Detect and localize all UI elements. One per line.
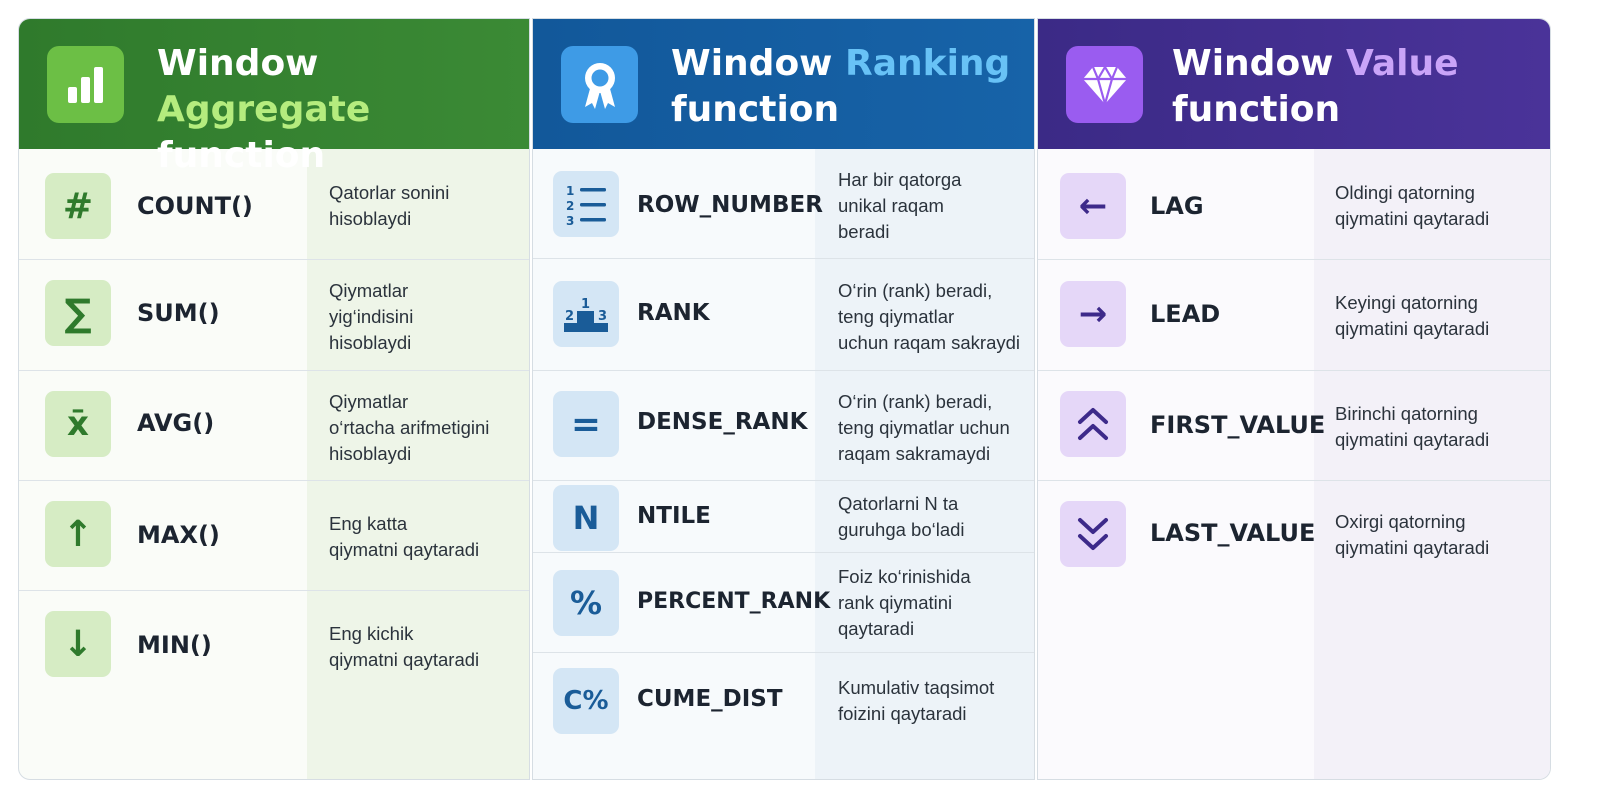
function-row-ntile: N NTILE Qatorlarni N ta guruhga bo‘ladi — [533, 481, 1034, 553]
svg-text:2: 2 — [565, 309, 574, 324]
function-description: Keyingi qatorning qiymatini qaytaradi — [1335, 292, 1490, 339]
function-name: MIN() — [137, 631, 212, 659]
sigma-icon: ∑ — [45, 280, 111, 346]
svg-text:1: 1 — [566, 184, 574, 198]
function-description: Har bir qatorga unikal raqam beradi — [838, 169, 962, 242]
svg-text:3: 3 — [598, 309, 607, 324]
function-name: LEAD — [1150, 300, 1221, 328]
function-name: AVG() — [137, 409, 215, 437]
function-row-row-number: 1 2 3 ROW_NUMBER Har bir qatorga unikal … — [533, 149, 1034, 259]
aggregate-panel: Window Aggregate function # COUNT() Qato… — [18, 18, 530, 780]
value-title: Window Value function — [1172, 43, 1459, 130]
svg-text:2: 2 — [566, 199, 574, 213]
award-ribbon-icon — [561, 46, 638, 123]
arrow-right-icon: → — [1060, 281, 1126, 347]
equals-icon: = — [553, 391, 619, 457]
function-name: LAG — [1150, 192, 1204, 220]
function-row-cume-dist: C% CUME_DIST Kumulativ taqsimot foizini … — [533, 653, 1034, 753]
bar-chart-icon — [47, 46, 124, 123]
aggregate-title: Window Aggregate function — [157, 43, 371, 176]
function-name: PERCENT_RANK — [637, 589, 831, 614]
numbered-list-icon: 1 2 3 — [553, 171, 619, 237]
ranking-panel: Window Ranking function 1 2 3 ROW_NUMBER… — [532, 18, 1035, 780]
function-name: RANK — [637, 300, 710, 326]
function-description: Qatorlarni N ta guruhga bo‘ladi — [838, 493, 965, 540]
function-row-count: # COUNT() Qatorlar sonini hisoblaydi — [19, 149, 529, 260]
function-row-dense-rank: = DENSE_RANK O‘rin (rank) beradi, teng q… — [533, 371, 1034, 481]
svg-text:3: 3 — [566, 214, 574, 227]
function-description: O‘rin (rank) beradi, teng qiymatlar uchu… — [838, 391, 1010, 464]
function-description: Qiymatlar yig‘indisini hisoblaydi — [329, 280, 414, 353]
function-row-first-value: FIRST_VALUE Birinchi qatorning qiymatini… — [1038, 371, 1550, 481]
svg-text:1: 1 — [581, 297, 590, 312]
function-name: CUME_DIST — [637, 686, 783, 712]
letter-n-icon: N — [553, 485, 619, 551]
function-description: Oldingi qatorning qiymatini qaytaradi — [1335, 182, 1490, 229]
value-panel: Window Value function ← LAG Oldingi qato… — [1037, 18, 1551, 780]
function-description: O‘rin (rank) beradi, teng qiymatlar uchu… — [838, 280, 1021, 353]
function-name: NTILE — [637, 503, 711, 529]
function-description: Qiymatlar o‘rtacha arifmetigini hisoblay… — [329, 391, 490, 464]
function-row-rank: 1 2 3 RANK O‘rin (rank) beradi, teng qiy… — [533, 259, 1034, 371]
ranking-header: Window Ranking function — [533, 19, 1034, 149]
function-row-last-value: LAST_VALUE Oxirgi qatorning qiymatini qa… — [1038, 481, 1550, 591]
function-name: ROW_NUMBER — [637, 192, 823, 218]
function-description: Oxirgi qatorning qiymatini qaytaradi — [1335, 511, 1490, 558]
double-chevron-up-icon — [1060, 391, 1126, 457]
function-row-lead: → LEAD Keyingi qatorning qiymatini qayta… — [1038, 260, 1550, 371]
arrow-left-icon: ← — [1060, 173, 1126, 239]
function-description: Eng kichik qiymatni qaytaradi — [329, 623, 480, 670]
function-name: COUNT() — [137, 192, 253, 220]
function-description: Qatorlar sonini hisoblaydi — [329, 182, 450, 229]
double-chevron-down-icon — [1060, 501, 1126, 567]
cume-percent-icon: C% — [553, 668, 619, 734]
value-header: Window Value function — [1038, 19, 1550, 149]
ranking-title: Window Ranking function — [671, 43, 1011, 130]
function-name: MAX() — [137, 521, 220, 549]
function-row-max: ↑ MAX() Eng katta qiymatni qaytaradi — [19, 481, 529, 591]
function-description: Kumulativ taqsimot foizini qaytaradi — [838, 677, 995, 724]
function-row-lag: ← LAG Oldingi qatorning qiymatini qaytar… — [1038, 149, 1550, 260]
function-name: LAST_VALUE — [1150, 519, 1316, 547]
function-description: Foiz ko‘rinishida rank qiymatini qaytara… — [838, 566, 971, 639]
mean-icon: x̄ — [45, 391, 111, 457]
arrow-up-icon: ↑ — [45, 501, 111, 567]
hash-icon: # — [45, 173, 111, 239]
function-row-percent-rank: % PERCENT_RANK Foiz ko‘rinishida rank qi… — [533, 553, 1034, 653]
function-row-avg: x̄ AVG() Qiymatlar o‘rtacha arifmetigini… — [19, 371, 529, 481]
function-description: Birinchi qatorning qiymatini qaytaradi — [1335, 403, 1490, 450]
function-name: DENSE_RANK — [637, 409, 808, 435]
function-row-sum: ∑ SUM() Qiymatlar yig‘indisini hisoblayd… — [19, 260, 529, 371]
function-name: FIRST_VALUE — [1150, 411, 1326, 439]
podium-icon: 1 2 3 — [553, 281, 619, 347]
function-description: Eng katta qiymatni qaytaradi — [329, 513, 480, 560]
arrow-down-icon: ↓ — [45, 611, 111, 677]
aggregate-header: Window Aggregate function — [19, 19, 529, 176]
function-row-min: ↓ MIN() Eng kichik qiymatni qaytaradi — [19, 591, 529, 701]
function-name: SUM() — [137, 299, 220, 327]
diamond-icon — [1066, 46, 1143, 123]
percent-icon: % — [553, 570, 619, 636]
